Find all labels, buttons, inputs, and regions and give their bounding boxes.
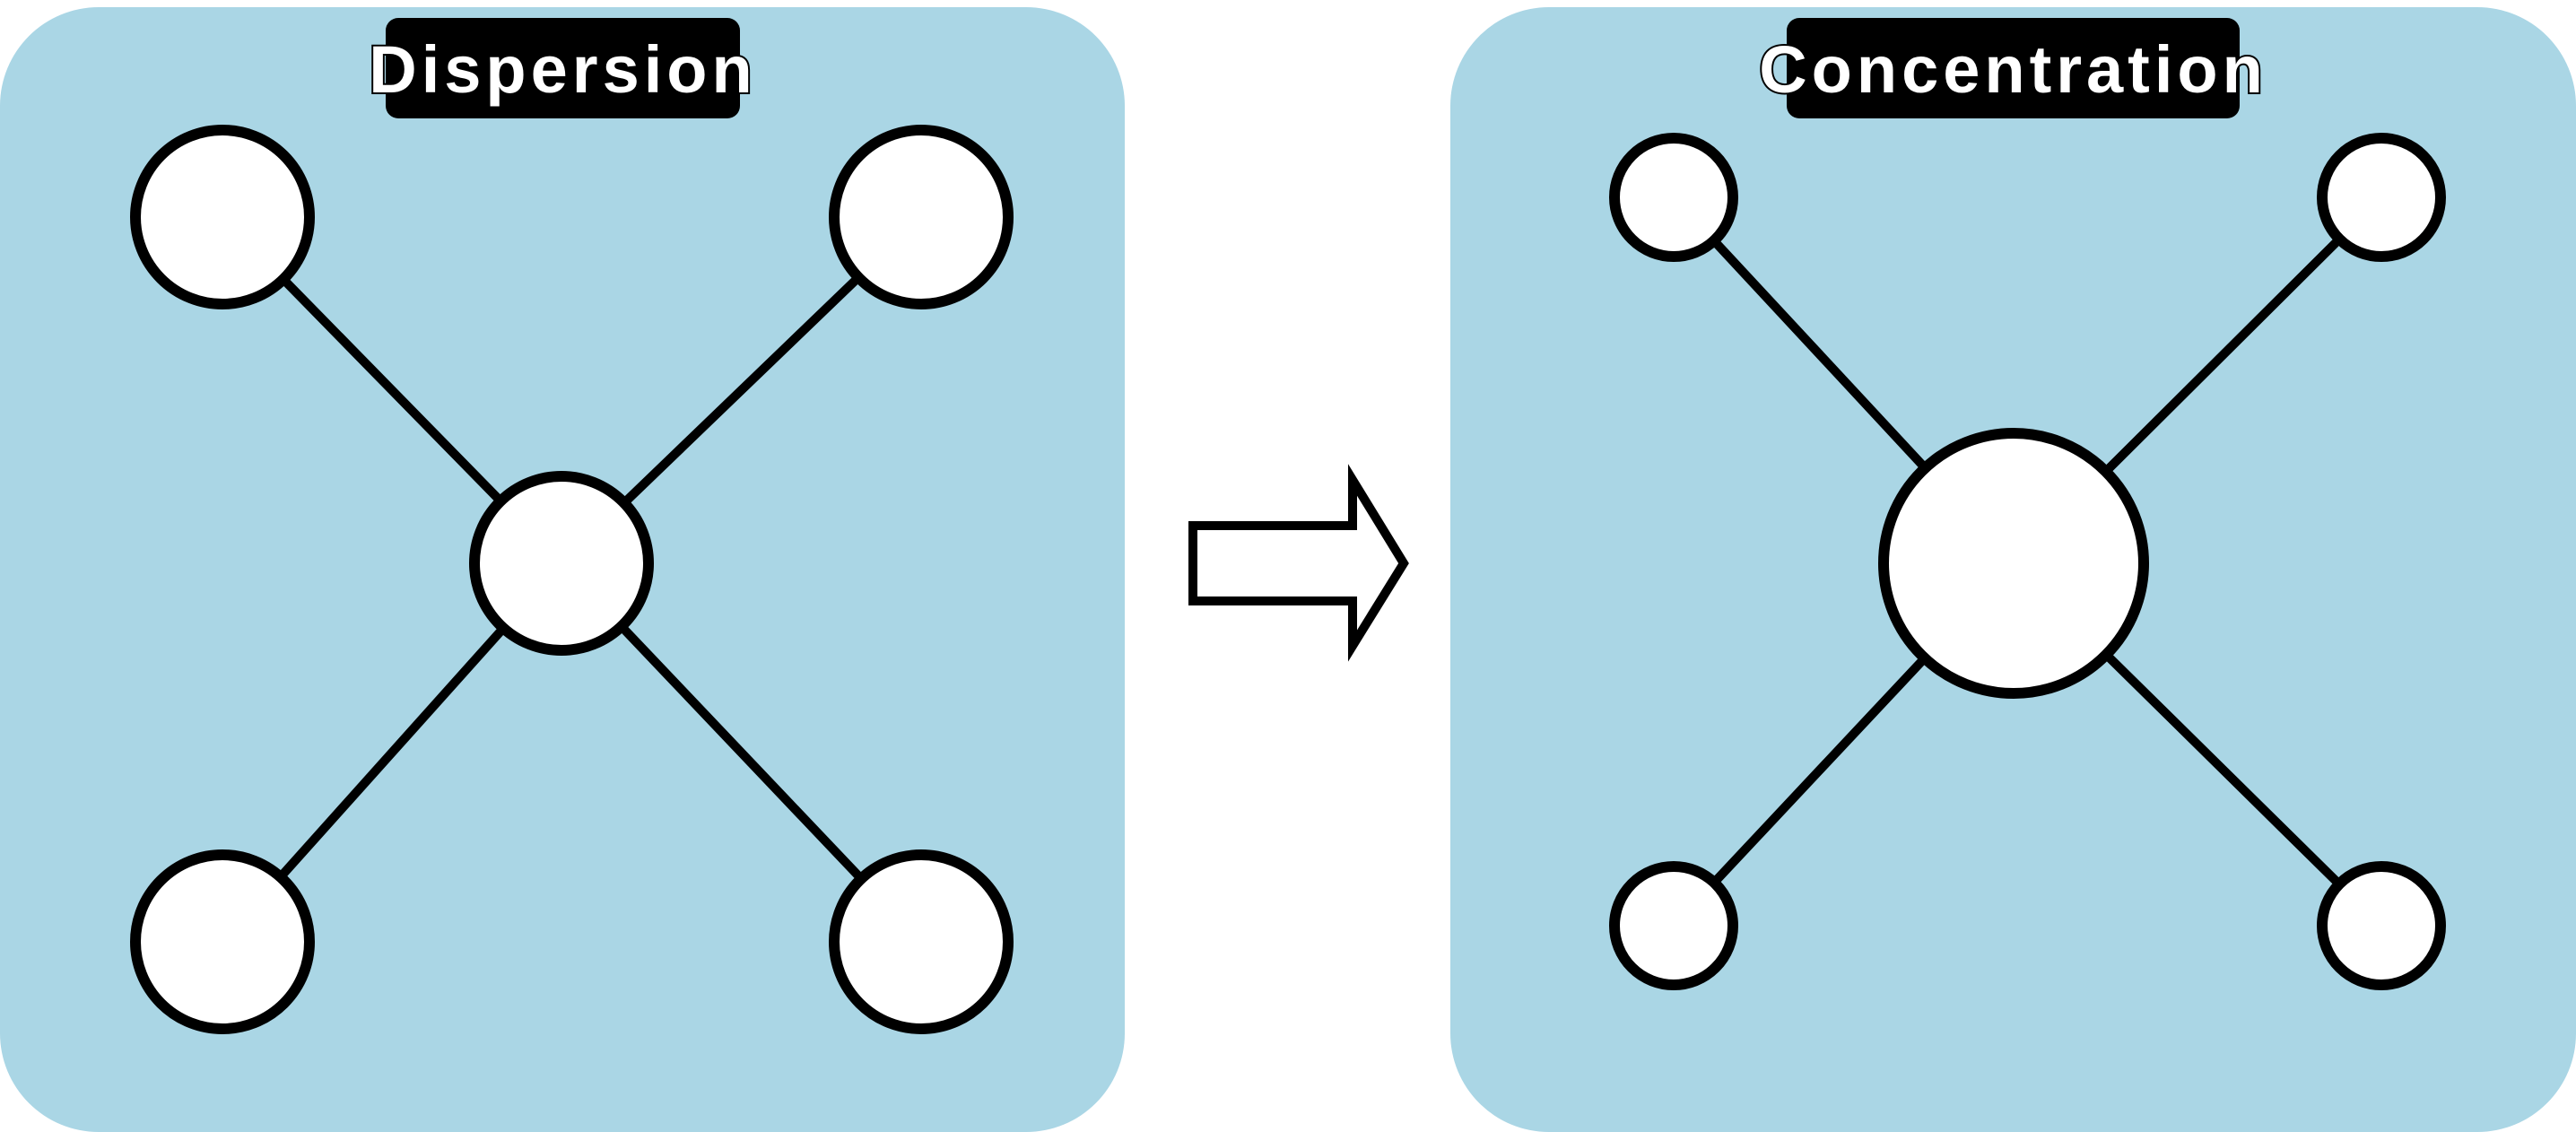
node-concentration-center	[1878, 428, 2149, 699]
dispersion-nodes	[130, 125, 1014, 1034]
concentration-panel: Concentration	[1450, 7, 2576, 1132]
concentration-title: Concentration	[1759, 32, 2267, 107]
node-concentration-bottom-right	[2317, 861, 2446, 990]
dispersion-title: Dispersion	[369, 32, 756, 107]
node-dispersion-top-left	[130, 125, 315, 309]
node-dispersion-bottom-left	[130, 849, 315, 1034]
dispersion-title-background	[386, 18, 740, 118]
node-dispersion-center	[469, 471, 654, 656]
dispersion-title-label: Dispersion	[367, 18, 756, 118]
node-concentration-bottom-left	[1609, 861, 1738, 990]
dispersion-panel: Dispersion	[0, 7, 1125, 1132]
concentration-nodes	[1609, 133, 2446, 990]
node-concentration-top-right	[2317, 133, 2446, 262]
node-dispersion-top-right	[829, 125, 1014, 309]
concentration-title-background	[1787, 18, 2240, 118]
node-dispersion-bottom-right	[829, 849, 1014, 1034]
node-concentration-top-left	[1609, 133, 1738, 262]
concentration-title-label: Concentration	[1757, 18, 2267, 118]
transition-arrow-icon	[1188, 464, 1409, 662]
